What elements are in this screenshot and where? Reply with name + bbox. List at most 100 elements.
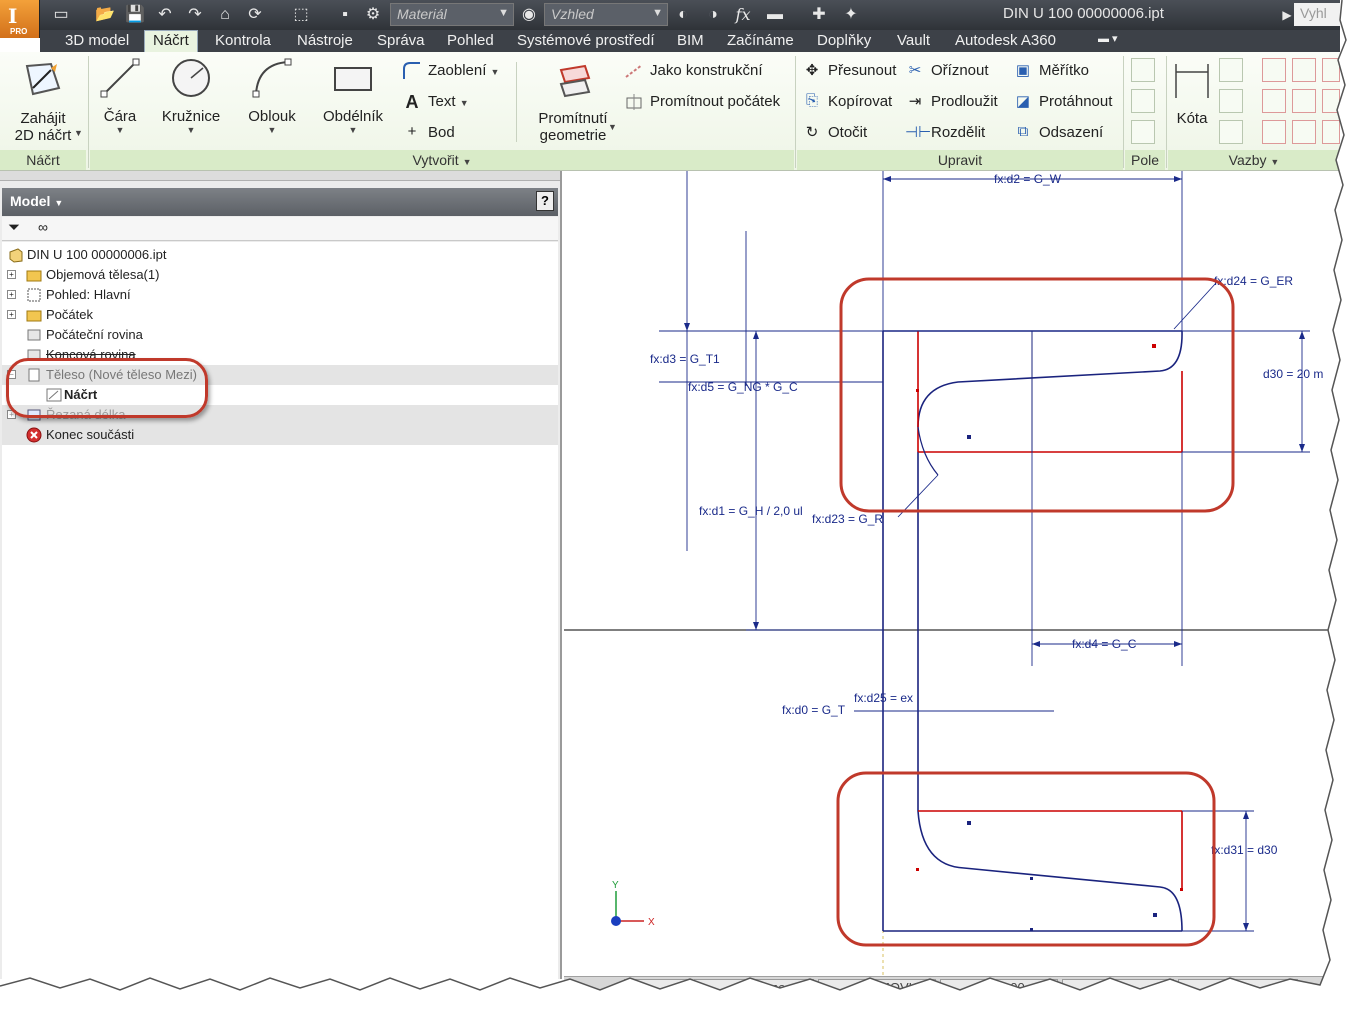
project-origin-button[interactable]: Promítnout počátek [624, 92, 780, 112]
tab-autodesk-a360[interactable]: Autodesk A360 [955, 32, 1056, 49]
new-file-icon[interactable]: ▭ [53, 6, 69, 23]
concentric-constraint-icon[interactable] [1322, 58, 1340, 82]
extend-button[interactable]: ⇥Prodloužit [905, 92, 998, 112]
constraint-settings-icon[interactable] [1219, 120, 1243, 144]
dim-d25[interactable]: fx:d25 = ex [854, 691, 913, 705]
doc-tab[interactable]: dume [694, 979, 814, 998]
perpendicular-constraint-icon[interactable] [1292, 89, 1316, 113]
dim-d1[interactable]: fx:d1 = G_H / 2,0 ul [699, 504, 803, 518]
coincident-constraint-icon[interactable] [1262, 58, 1286, 82]
dim-d31[interactable]: fx:d31 = d30 [1211, 843, 1278, 857]
show-constraints-icon[interactable] [1219, 89, 1243, 113]
home-icon[interactable]: ⌂ [220, 6, 230, 23]
doc-tab[interactable]: 100 00 [940, 979, 1058, 998]
tab-kontrola[interactable]: Kontrola [215, 32, 271, 49]
expand-icon[interactable]: + [7, 290, 16, 299]
circular-pattern-icon[interactable] [1131, 89, 1155, 113]
dim-d3[interactable]: fx:d3 = G_T1 [650, 352, 720, 366]
tab-zaciname[interactable]: Začínáme [727, 32, 794, 49]
tab-3d-model[interactable]: 3D model [65, 32, 130, 49]
tab-pohled[interactable]: Pohled [447, 32, 494, 49]
tree-item-solid-bodies[interactable]: + Objemová tělesa(1) [2, 265, 558, 285]
graphics-window[interactable]: fx:d2 = G_W fx:d24 = G_ER fx:d3 = G_T1 f… [564, 171, 1340, 976]
select-icon[interactable]: ⬚ [293, 6, 309, 23]
save-icon[interactable]: 💾 [125, 6, 145, 23]
fillet-button[interactable]: Zaoblení ▼ [402, 61, 499, 81]
open-icon[interactable]: 📂 [95, 6, 115, 23]
update-icon[interactable]: ⟳ [248, 6, 262, 23]
rectangular-pattern-icon[interactable] [1131, 58, 1155, 82]
dim-d5[interactable]: fx:d5 = G_NG * G_C [688, 380, 798, 394]
clear-appearance-icon[interactable]: ◑ [708, 6, 718, 23]
offset-button[interactable]: ⧉Odsazení [1013, 123, 1104, 143]
dim-d0[interactable]: fx:d0 = G_T [782, 703, 846, 717]
undo-icon[interactable]: ↶ [158, 6, 172, 23]
dim-d23[interactable]: fx:d23 = G_R [812, 512, 883, 526]
expand-icon[interactable]: + [7, 310, 16, 319]
material-combo[interactable]: Materiál ▼ [390, 3, 514, 26]
tree-item-part[interactable]: DIN U 100 00000006.ipt [2, 245, 558, 265]
smooth-constraint-icon[interactable] [1292, 120, 1316, 144]
mirror-icon[interactable] [1131, 120, 1155, 144]
tab-nacrt[interactable]: Náčrt [144, 30, 198, 53]
tree-item-view[interactable]: + Pohled: Hlavní [2, 285, 558, 305]
browser-header[interactable]: Model ▼ ? [2, 188, 558, 216]
doc-tab[interactable]: MOVK..iam [818, 979, 936, 998]
pin-icon[interactable]: ✦ [844, 6, 858, 23]
expand-icon[interactable]: + [7, 270, 16, 279]
dim-d30[interactable]: d30 = 20 m [1263, 367, 1323, 381]
doc-tab[interactable] [624, 979, 690, 998]
line-button[interactable]: Čára ▼ [96, 56, 144, 135]
browser-splitter[interactable] [0, 171, 560, 181]
collinear-constraint-icon[interactable] [1292, 58, 1316, 82]
panel-label-vazby[interactable]: Vazby ▼ [1168, 150, 1340, 170]
cross-icon[interactable]: ✚ [812, 6, 826, 23]
dimension-button[interactable]: Kóta [1170, 58, 1214, 127]
top-flange-profile[interactable] [882, 330, 1183, 931]
rotate-button[interactable]: ↻Otočit [802, 123, 867, 143]
application-menu-button[interactable]: I PRO [0, 0, 40, 38]
rectangle-button[interactable]: Obdélník ▼ [320, 56, 386, 135]
tab-systemove-prostredi[interactable]: Systémové prostředí [517, 32, 655, 49]
horizontal-constraint-icon[interactable] [1322, 89, 1340, 113]
parallel-constraint-icon[interactable] [1262, 89, 1286, 113]
circle-button[interactable]: Kružnice ▼ [160, 56, 222, 135]
dim-d24[interactable]: fx:d24 = G_ER [1214, 274, 1293, 288]
arc-button[interactable]: Oblouk ▼ [242, 56, 302, 135]
panel-label-vytvorit[interactable]: Vytvořit ▼ [90, 150, 794, 170]
settings-icon[interactable]: ⚙ [365, 6, 381, 23]
tab-doplnky[interactable]: Doplňky [817, 32, 872, 49]
start-2d-sketch-button[interactable]: Zahájit 2D náčrt [8, 58, 78, 144]
tab-bim[interactable]: BIM [677, 32, 704, 49]
bottom-flange-profile[interactable] [883, 810, 1183, 932]
doc-tab[interactable]: INI [1178, 979, 1298, 998]
appearance-combo[interactable]: Vzhled ▼ [544, 3, 668, 26]
help-button[interactable]: ? [536, 191, 554, 211]
auto-dimension-icon[interactable] [1219, 58, 1243, 82]
doc-tab[interactable] [1062, 979, 1174, 998]
sketch-canvas[interactable]: fx:d2 = G_W fx:d24 = G_ER fx:d3 = G_T1 f… [564, 171, 1340, 976]
tangent-constraint-icon[interactable] [1262, 120, 1286, 144]
symmetric-constraint-icon[interactable] [1322, 120, 1340, 144]
tab-sprava[interactable]: Správa [377, 32, 425, 49]
move-button[interactable]: ✥Přesunout [802, 61, 897, 81]
measure-bar-icon[interactable]: ▬ [767, 6, 783, 23]
find-binoculars-icon[interactable]: ∞ [38, 219, 48, 235]
panel-options-icon[interactable]: ▬ ▾ [1098, 33, 1118, 45]
chevron-down-icon[interactable]: ▼ [74, 128, 83, 138]
filter-icon[interactable]: ⏷ [8, 219, 21, 236]
tab-nastroje[interactable]: Nástroje [297, 32, 353, 49]
tab-vault[interactable]: Vault [897, 32, 931, 49]
tree-item-end-of-part[interactable]: Konec součásti [2, 425, 558, 445]
chevron-down-icon[interactable]: ▼ [608, 122, 617, 132]
measure-icon[interactable]: ▪ [342, 6, 348, 23]
construction-button[interactable]: Jako konstrukční [624, 61, 763, 81]
scale-button[interactable]: ▣Měřítko [1013, 61, 1089, 81]
point-button[interactable]: +Bod [402, 123, 455, 143]
adjust-appearance-icon[interactable]: ◐ [678, 6, 688, 23]
dim-d2[interactable]: fx:d2 = G_W [994, 172, 1062, 186]
trim-button[interactable]: ✂Oříznout [905, 61, 989, 81]
tree-item-start-plane[interactable]: Počáteční rovina [2, 325, 558, 345]
copy-button[interactable]: ⎘Kopírovat [802, 92, 892, 112]
